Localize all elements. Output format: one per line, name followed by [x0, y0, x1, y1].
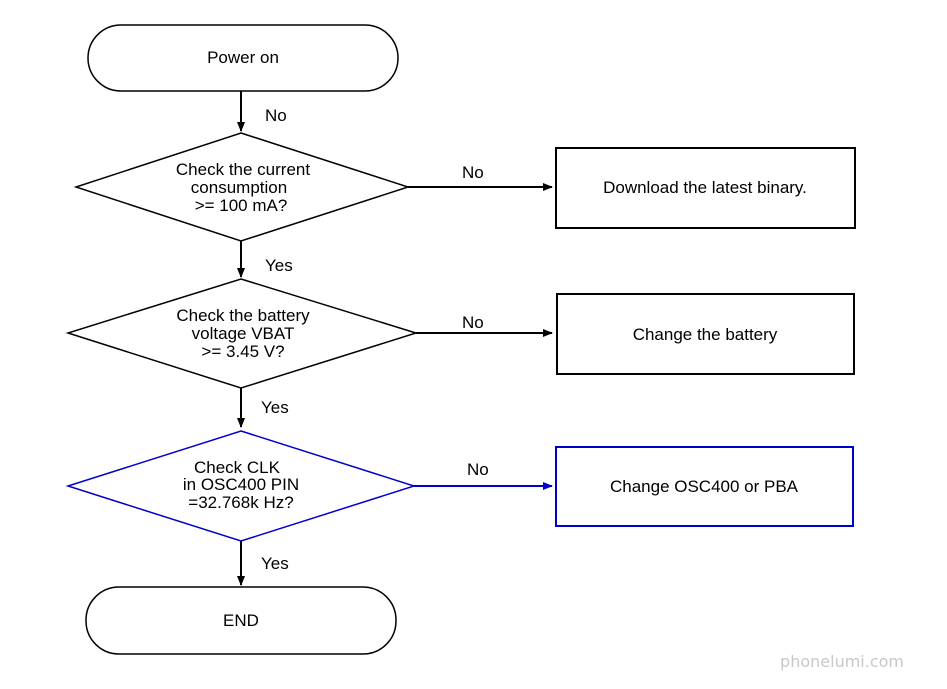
decision-battery-line1: Check the battery [176, 306, 310, 325]
action-download-binary: Download the latest binary. [555, 147, 856, 229]
decision-current-consumption: Check the current consumption >= 100 mA? [73, 132, 411, 242]
edge-label-clk-yes: Yes [261, 554, 289, 573]
end-label: END [223, 611, 259, 630]
decision-clk-line1: Check CLK [194, 458, 281, 477]
edge-label-clk-no: No [467, 460, 489, 479]
decision-battery-voltage: Check the battery voltage VBAT >= 3.45 V… [65, 278, 419, 389]
start-label: Power on [207, 48, 279, 67]
action-change-osc-label: Change OSC400 or PBA [610, 477, 799, 496]
decision-clk-line3: =32.768k Hz? [188, 493, 293, 512]
decision-clk-check: Check CLK in OSC400 PIN =32.768k Hz? [65, 430, 417, 542]
edge-label-current-yes: Yes [265, 256, 293, 275]
edge-label-current-no: No [462, 163, 484, 182]
edge-label-battery-no: No [462, 313, 484, 332]
decision-current-line2: consumption [191, 178, 287, 197]
decision-clk-line2: in OSC400 PIN [183, 475, 299, 494]
end-terminal: END [85, 586, 397, 655]
action-download-binary-label: Download the latest binary. [603, 178, 807, 197]
action-change-osc: Change OSC400 or PBA [555, 446, 854, 527]
action-change-battery-label: Change the battery [633, 325, 778, 344]
edge-label-start-no: No [265, 106, 287, 125]
start-terminal: Power on [87, 24, 399, 92]
watermark: phonelumi.com [780, 652, 904, 671]
action-change-battery: Change the battery [556, 293, 855, 375]
decision-battery-line3: >= 3.45 V? [201, 342, 284, 361]
decision-current-line1: Check the current [176, 160, 310, 179]
edge-label-battery-yes: Yes [261, 398, 289, 417]
decision-battery-line2: voltage VBAT [192, 324, 295, 343]
decision-current-line3: >= 100 mA? [195, 196, 288, 215]
